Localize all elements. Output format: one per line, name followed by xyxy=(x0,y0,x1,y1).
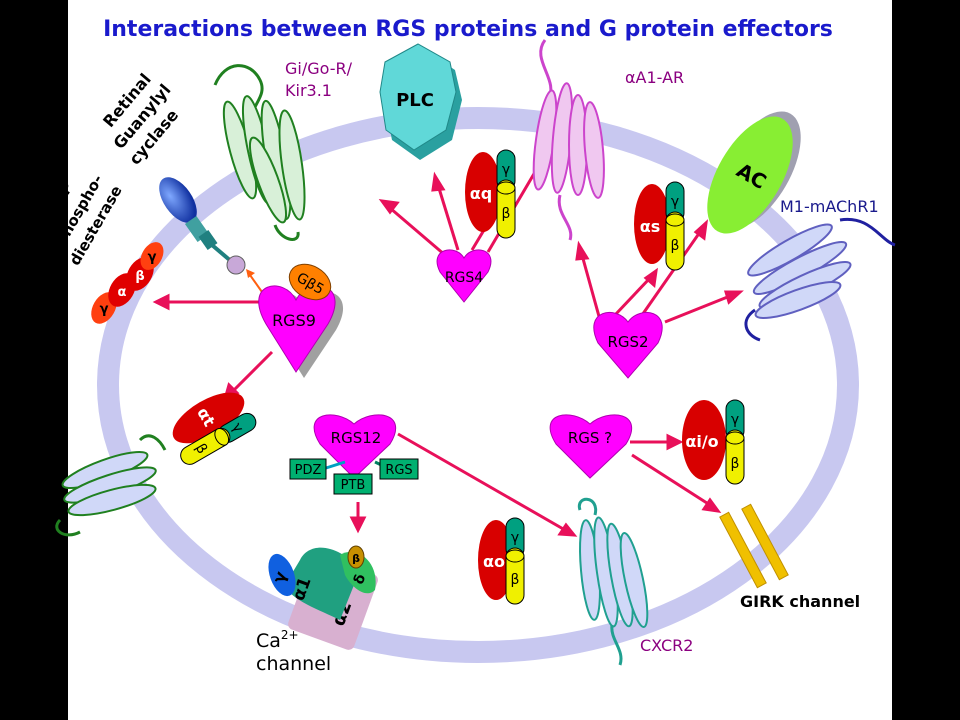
cell-membrane xyxy=(97,107,859,663)
arrow-rgs9-gt xyxy=(230,350,274,394)
rgs-domain-label: RGS xyxy=(385,463,412,478)
cxcr2-receptor xyxy=(577,497,649,666)
rgs9-heart: RGS9 xyxy=(258,285,344,378)
arrow-rgs4-plc xyxy=(389,206,446,257)
rgs-q-label: RGS ? xyxy=(568,429,612,447)
gio-gamma: γ xyxy=(731,412,739,428)
m1-receptor xyxy=(744,217,896,342)
gi-go-r-label: Gi/Go-R/ xyxy=(285,59,353,78)
aio-label: αi/o xyxy=(685,432,718,451)
ca-beta: β xyxy=(352,552,360,565)
gs-heterotrimer: αs γ β xyxy=(634,181,685,271)
rgs2-label: RGS2 xyxy=(607,333,648,351)
kir-label: Kir3.1 xyxy=(285,81,332,100)
go-gamma: γ xyxy=(511,530,519,546)
gio-heterotrimer: αi/o γ β xyxy=(682,399,745,485)
rgs12-domains: PDZ PTB RGS xyxy=(289,458,419,495)
girk-label: GIRK channel xyxy=(740,592,860,611)
rgs-unknown-heart: RGS ? xyxy=(549,414,633,479)
pde-alpha: α xyxy=(118,285,127,300)
rgs2-heart: RGS2 xyxy=(593,312,663,379)
arrow-rgs2-a xyxy=(580,254,602,321)
arrow-rgs2-ac xyxy=(638,231,702,319)
m1-label: M1-mAChR1 xyxy=(780,197,879,216)
rgs4-label: RGS4 xyxy=(445,270,483,286)
ac-shape xyxy=(707,116,793,234)
ca-channel: α2 α1 γ δ β xyxy=(268,545,378,650)
arrow-rgs2-m1 xyxy=(664,294,731,324)
arrow-rgs2-gs xyxy=(613,276,652,317)
go-heterotrimer: αo γ β xyxy=(478,517,525,605)
rgs12-label: RGS12 xyxy=(331,429,382,447)
gio-beta: β xyxy=(731,456,740,472)
channel-label: channel xyxy=(256,653,331,675)
rgs12-heart: RGS12 xyxy=(313,414,397,479)
gt-heterotrimer: αt γ β xyxy=(172,392,257,465)
gs-gamma: γ xyxy=(671,194,679,210)
plc-shape: PLC xyxy=(379,43,462,160)
rhodopsin-receptor xyxy=(55,434,167,537)
pde-gamma2: γ xyxy=(148,250,157,265)
rgs4-heart: RGS4 xyxy=(436,249,492,303)
as-label: αs xyxy=(640,217,661,236)
ca-label: Ca2+ xyxy=(256,628,299,652)
arrow-rgs12-cxcr2 xyxy=(397,432,566,532)
arrow-rgsq-girk xyxy=(631,453,711,507)
pdz-label: PDZ xyxy=(295,463,322,478)
go-beta: β xyxy=(511,572,520,588)
cxcr2-label: CXCR2 xyxy=(640,636,693,655)
rgs9-label: RGS9 xyxy=(272,311,316,330)
gq-gamma: γ xyxy=(502,162,510,178)
aa1-ar-receptor xyxy=(532,39,605,241)
plc-label: PLC xyxy=(396,90,434,111)
gq-heterotrimer: αq γ β xyxy=(465,149,516,239)
arrow-rgs9-cyclase xyxy=(249,274,263,293)
pde-gamma: γ xyxy=(100,302,109,317)
arrow-rgs4-plc-2 xyxy=(436,184,460,251)
guanylyl-cyclase xyxy=(159,177,246,275)
slide-title: Interactions between RGS proteins and G … xyxy=(103,17,833,42)
gs-beta: β xyxy=(671,238,680,254)
gb5-shape: Gβ5 xyxy=(288,263,332,301)
girk-channel xyxy=(719,503,789,589)
gi-go-receptor xyxy=(213,64,306,241)
gq-beta: β xyxy=(502,206,511,222)
ptb-label: PTB xyxy=(341,478,366,493)
arrow-rgs4-gq xyxy=(470,229,486,251)
aq-label: αq xyxy=(470,184,492,203)
ao-label: αo xyxy=(483,552,505,571)
pde-beta: β xyxy=(135,269,144,284)
aa1-ar-label: αA1-AR xyxy=(625,68,684,87)
pde-complex: γ α β γ xyxy=(91,242,164,324)
